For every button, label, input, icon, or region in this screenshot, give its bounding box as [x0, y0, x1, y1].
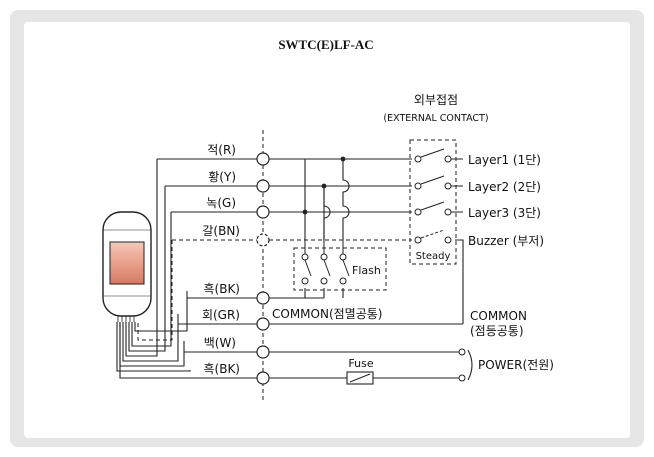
diagram-title: SWTC(E)LF-AC	[278, 37, 373, 52]
wire-label-white: 백(W)	[204, 336, 236, 350]
output-buzzer: Buzzer (부저)	[468, 234, 544, 248]
wire-label-black-1: 흑(BK)	[203, 282, 240, 296]
flash-label: Flash	[352, 264, 381, 277]
wire-label-green: 녹(G)	[206, 196, 236, 210]
wire-label-yellow: 황(Y)	[208, 170, 236, 184]
power-label: POWER(전원)	[478, 358, 554, 372]
flash-unit: Flash	[293, 240, 387, 291]
common-flash-label: COMMON(점멸공통)	[272, 307, 382, 321]
wire-label-black-2: 흑(BK)	[203, 362, 240, 376]
output-layer1: Layer1 (1단)	[468, 153, 541, 167]
wire-label-brown: 갈(BN)	[202, 224, 240, 238]
output-layer3: Layer3 (3단)	[468, 206, 541, 220]
common-light-line2: (점등공통)	[470, 324, 524, 338]
terminals	[256, 152, 270, 385]
external-contact-english: (EXTERNAL CONTACT)	[383, 113, 488, 124]
fuse: Fuse	[346, 357, 374, 385]
common-light-line1: COMMON	[470, 309, 527, 323]
wire-label-gray: 회(GR)	[202, 308, 240, 322]
steady-contact-box: Steady	[409, 139, 463, 265]
external-contact-korean: 외부접점	[414, 93, 458, 107]
fuse-label: Fuse	[348, 357, 373, 370]
signal-tower	[102, 211, 152, 322]
cable-bundle	[116, 159, 191, 379]
output-layer2: Layer2 (2단)	[468, 180, 541, 194]
steady-label: Steady	[416, 251, 451, 262]
wire-label-red: 적(R)	[207, 143, 236, 157]
power-input: POWER(전원)	[458, 348, 554, 382]
wire-rows	[157, 158, 257, 379]
